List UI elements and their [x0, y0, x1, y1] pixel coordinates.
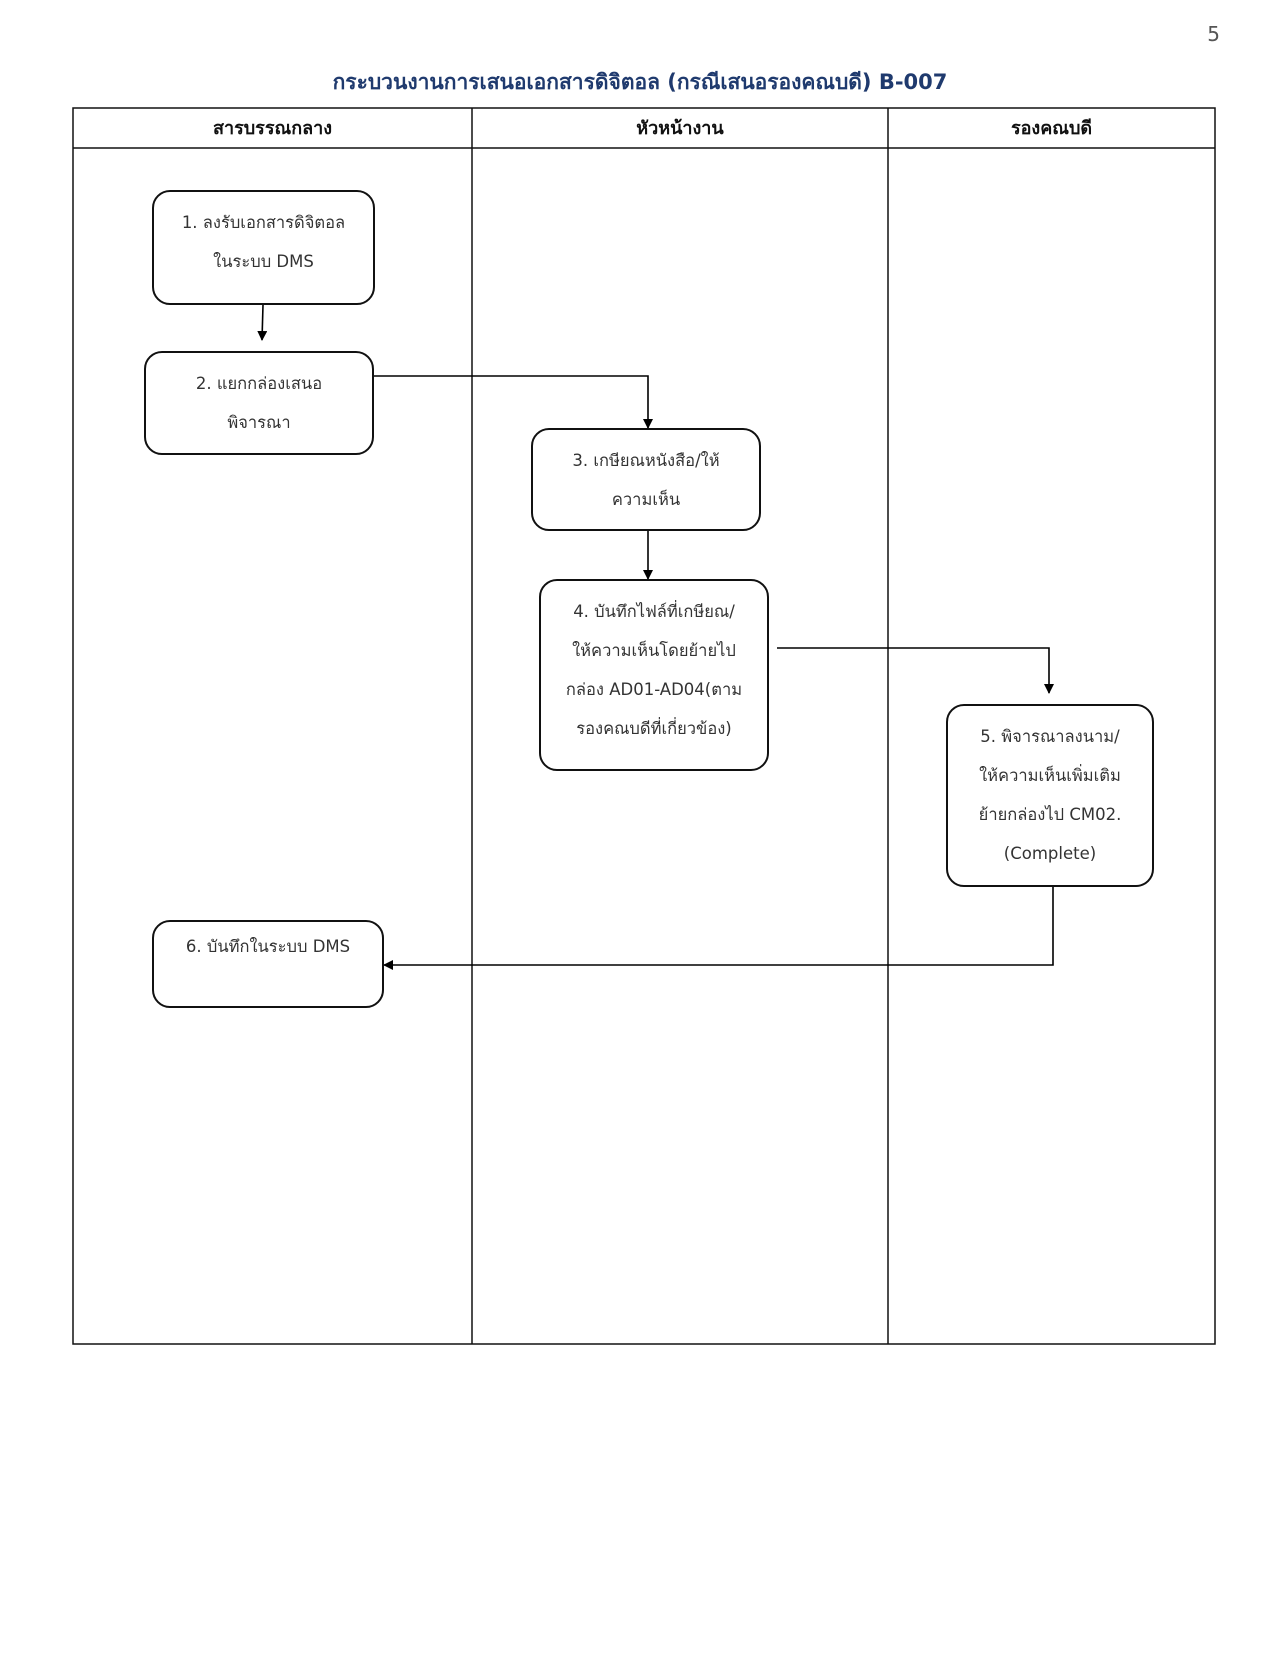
- step-text: ให้ความเห็นโดยย้ายไป: [572, 641, 736, 660]
- step-5-box: 5. พิจารณาลงนาม/ ให้ความเห็นเพิ่มเติม ย้…: [946, 704, 1154, 887]
- connector-arrow: [383, 887, 1054, 970]
- lane-header-supervisor: หัวหน้างาน: [636, 118, 724, 139]
- step-2-box: 2. แยกกล่องเสนอ พิจารณา: [144, 351, 374, 455]
- connector-arrow: [777, 647, 1054, 694]
- step-text: 3. เกษียณหนังสือ/ให้: [572, 451, 720, 470]
- step-text: 5. พิจารณาลงนาม/: [980, 727, 1120, 746]
- page-title: กระบวนงานการเสนอเอกสารดิจิตอล (กรณีเสนอร…: [332, 70, 948, 94]
- step-text: ย้ายกล่องไป CM02.: [978, 805, 1122, 824]
- step-text: ความเห็น: [611, 490, 681, 509]
- step-3-box: 3. เกษียณหนังสือ/ให้ ความเห็น: [531, 428, 761, 531]
- step-4-box: 4. บันทึกไฟล์ที่เกษียณ/ ให้ความเห็นโดยย้…: [539, 579, 769, 771]
- connector-arrow: [257, 304, 268, 341]
- step-6-box: 6. บันทึกในระบบ DMS: [152, 920, 384, 1008]
- step-text: 1. ลงรับเอกสารดิจิตอล: [181, 213, 346, 232]
- step-text: 6. บันทึกในระบบ DMS: [185, 937, 351, 956]
- lane-header-deputy-dean: รองคณบดี: [1010, 118, 1093, 139]
- step-text: พิจารณา: [227, 413, 291, 432]
- step-1-box: 1. ลงรับเอกสารดิจิตอล ในระบบ DMS: [152, 190, 375, 305]
- step-text: ให้ความเห็นเพิ่มเติม: [979, 766, 1121, 785]
- connector-arrow: [374, 375, 653, 429]
- step-text: ในระบบ DMS: [213, 252, 314, 271]
- lane-header-central-records: สารบรรณกลาง: [212, 118, 333, 139]
- step-text: กล่อง AD01-AD04(ตาม: [565, 680, 743, 699]
- step-text: รองคณบดีที่เกี่ยวข้อง): [576, 719, 732, 738]
- step-text: 4. บันทึกไฟล์ที่เกษียณ/: [573, 602, 735, 621]
- step-text: 2. แยกกล่องเสนอ: [195, 374, 323, 393]
- step-text: (Complete): [1003, 844, 1097, 863]
- page-number: 5: [1207, 22, 1220, 46]
- swimlane-frame: [72, 107, 1216, 1345]
